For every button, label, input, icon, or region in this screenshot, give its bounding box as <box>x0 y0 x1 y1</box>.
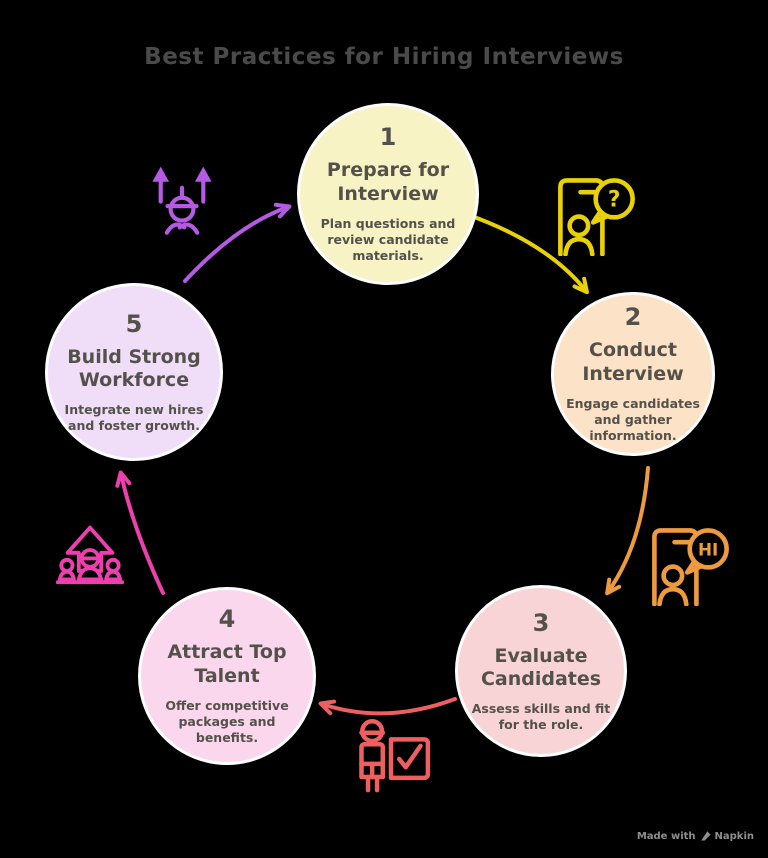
watermark-prefix: Made with <box>636 831 696 842</box>
step-number: 4 <box>218 605 236 634</box>
watermark: Made with Napkin <box>637 831 754 842</box>
person-promotion-icon <box>152 166 212 235</box>
question-mark-glyph: ? <box>608 187 621 212</box>
step-description: Offer competitive packages and benefits. <box>165 697 289 746</box>
step-title: Build Strong Workforce <box>67 345 201 392</box>
page-title: Best Practices for Hiring Interviews <box>144 44 624 70</box>
step-description: Plan questions and review candidate mate… <box>320 215 456 264</box>
arrow-step2-to-step3 <box>605 466 650 596</box>
step-description: Assess skills and fit for the role. <box>471 701 611 733</box>
step-circle-1: 1 Prepare for Interview Plan questions a… <box>297 103 479 285</box>
greeting-glyph: HI <box>698 540 718 560</box>
step-circle-5: 5 Build Strong Workforce Integrate new h… <box>45 283 223 461</box>
step-title: Prepare for Interview <box>326 159 450 206</box>
team-growth-icon <box>55 525 125 585</box>
interview-question-icon: ? <box>558 178 635 256</box>
step-title: Conduct Interview <box>582 339 684 386</box>
step-title: Attract Top Talent <box>167 641 287 688</box>
step-number: 3 <box>532 608 550 637</box>
step-description: Engage candidates and gather information… <box>566 395 700 444</box>
step-number: 5 <box>125 309 143 338</box>
step-description: Integrate new hires and foster growth. <box>64 402 204 434</box>
step-title: Evaluate Candidates <box>480 644 602 691</box>
step-circle-4: 4 Attract Top Talent Offer competitive p… <box>138 587 316 765</box>
evaluation-board-icon <box>359 719 431 793</box>
step-number: 1 <box>379 123 397 152</box>
step-number: 2 <box>624 303 642 332</box>
watermark-brand: Napkin <box>714 831 754 842</box>
arrow-step3-to-step4 <box>318 697 457 716</box>
arrow-step4-to-step5 <box>115 470 165 595</box>
candidate-greeting-icon: HI <box>652 528 729 606</box>
step-circle-3: 3 Evaluate Candidates Assess skills and … <box>455 585 627 757</box>
step-circle-2: 2 Conduct Interview Engage candidates an… <box>551 292 715 456</box>
napkin-pen-icon <box>700 831 711 841</box>
